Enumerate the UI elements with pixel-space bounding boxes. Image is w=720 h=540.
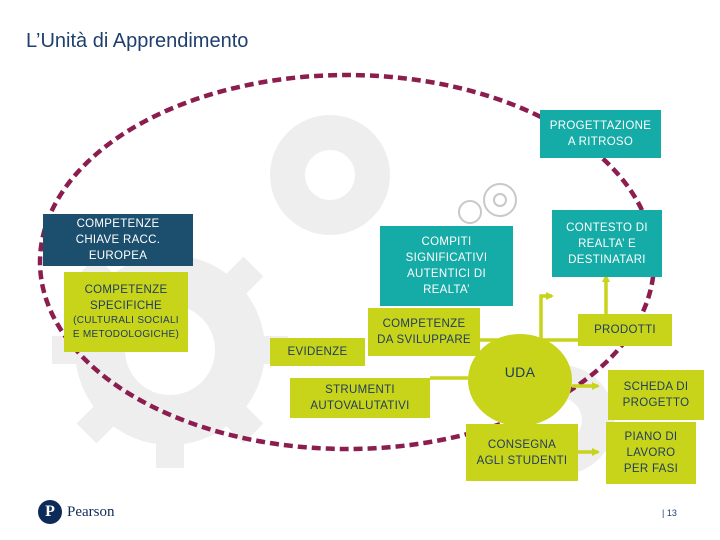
connector-arrow-contesto	[539, 292, 554, 310]
pearson-logo: P Pearson	[38, 500, 115, 524]
piano-label: PIANO DI LAVORO PER FASI	[623, 431, 679, 475]
competenze-specifiche-box: COMPETENZE SPECIFICHE (CULTURALI SOCIALI…	[64, 272, 188, 352]
scheda-label: SCHEDA DI PROGETTO	[622, 381, 690, 409]
page-number: | 13	[662, 508, 677, 518]
prodotti-box: PRODOTTI	[578, 314, 672, 346]
competenze-sviluppare-box: COMPETENZE DA SVILUPPARE	[368, 308, 480, 356]
uda-circle: UDA	[468, 334, 572, 426]
competenze-chiave-box: COMPETENZE CHIAVE RACC. EUROPEA	[43, 214, 193, 266]
uda-label: UDA	[504, 364, 536, 380]
competenze-sviluppare-label: COMPETENZE DA SVILUPPARE	[377, 318, 471, 346]
competenze-specifiche-sub: (CULTURALI SOCIALI E METODOLOGICHE)	[72, 315, 180, 340]
progettazione-label: PROGETTAZIONE A RITROSO	[549, 120, 652, 148]
evidenze-box: EVIDENZE	[270, 338, 365, 366]
page-number-value: 13	[666, 508, 677, 518]
piano-box: PIANO DI LAVORO PER FASI	[606, 422, 696, 484]
scheda-box: SCHEDA DI PROGETTO	[608, 370, 704, 420]
strumenti-label: STRUMENTI AUTOVALUTATIVI	[310, 384, 410, 412]
consegna-label: CONSEGNA AGLI STUDENTI	[476, 438, 568, 467]
small-gear-icon	[458, 183, 517, 224]
competenze-specifiche-label: COMPETENZE SPECIFICHE	[84, 284, 168, 312]
contesto-box: CONTESTO DI REALTA’ E DESTINATARI	[552, 210, 662, 277]
prodotti-label: PRODOTTI	[594, 324, 656, 336]
consegna-box: CONSEGNA AGLI STUDENTI	[466, 424, 578, 481]
competenze-chiave-label: COMPETENZE CHIAVE RACC. EUROPEA	[75, 218, 161, 262]
page-title: L’Unità di Apprendimento	[26, 30, 249, 52]
pearson-logo-icon: P	[38, 500, 62, 524]
strumenti-box: STRUMENTI AUTOVALUTATIVI	[290, 378, 430, 418]
compiti-box: COMPITI SIGNIFICATIVI AUTENTICI DI REALT…	[380, 226, 513, 306]
contesto-label: CONTESTO DI REALTA’ E DESTINATARI	[566, 221, 648, 266]
pearson-logo-text: Pearson	[67, 503, 115, 520]
compiti-label: COMPITI SIGNIFICATIVI AUTENTICI DI REALT…	[405, 236, 488, 296]
progettazione-box: PROGETTAZIONE A RITROSO	[540, 110, 661, 158]
evidenze-label: EVIDENZE	[287, 346, 348, 358]
